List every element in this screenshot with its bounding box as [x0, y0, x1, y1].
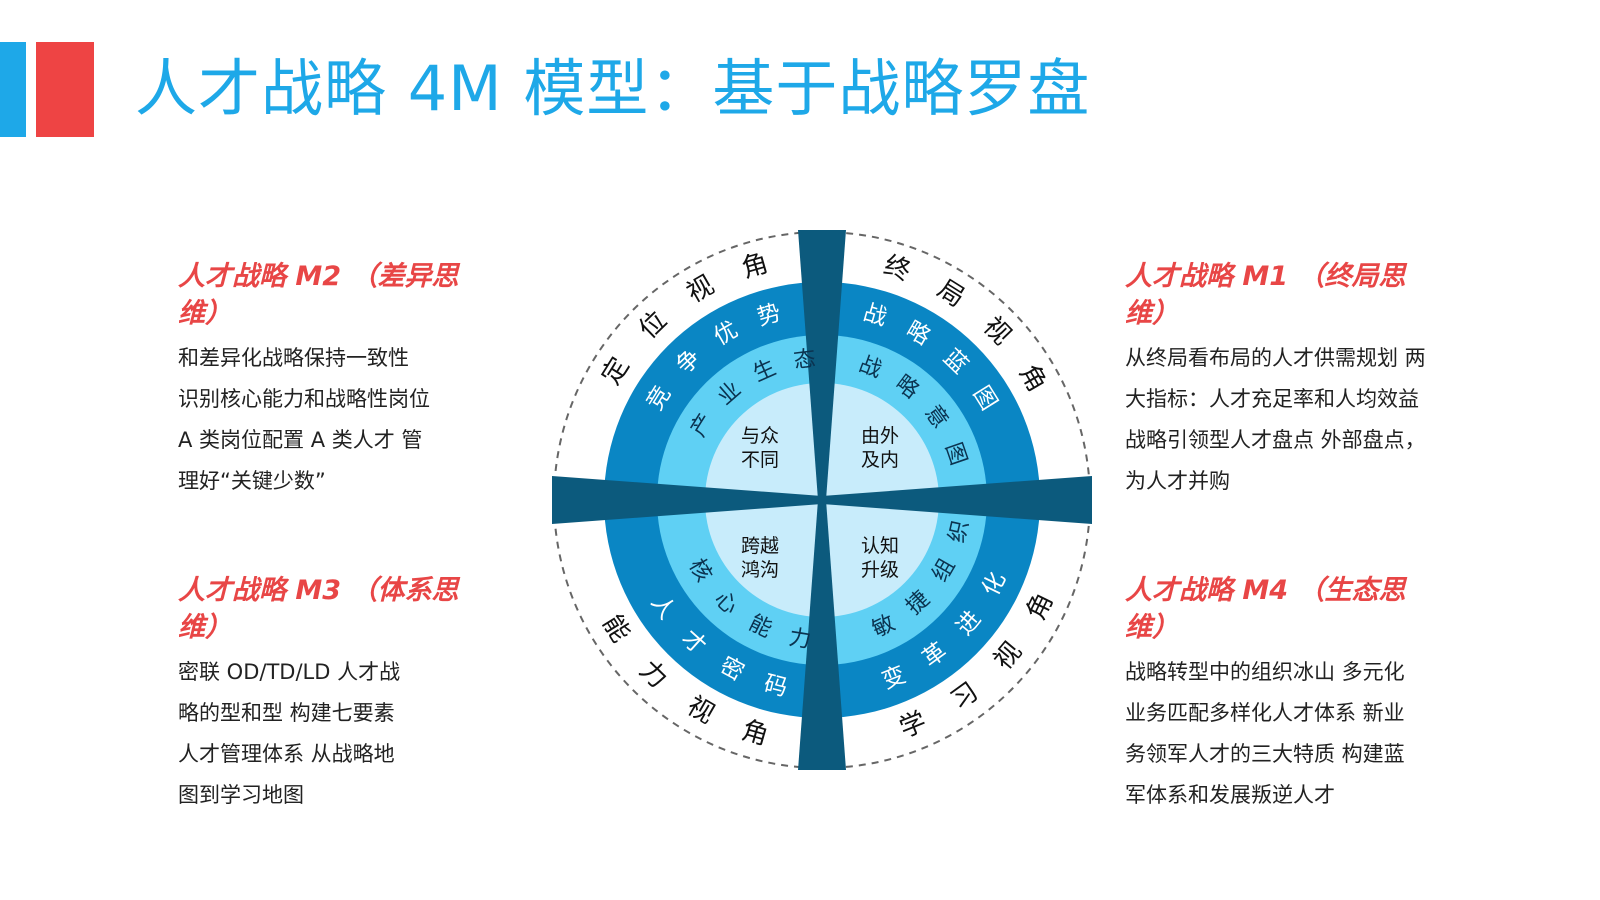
compass-arm-west [552, 476, 822, 524]
panel-m1-line: 从终局看布局的人才供需规划 两 [1125, 346, 1426, 370]
title-accent-blue-bar [0, 42, 26, 137]
panel-m3: 人才战略 M3 （体系思维） 密联 OD/TD/LD 人才战 略的型和型 构建七… [178, 572, 488, 816]
panel-m1-line: 大指标：人才充足率和人均效益 [1125, 387, 1419, 411]
panel-m3-line: 略的型和型 构建七要素 [178, 701, 395, 725]
panel-m2: 人才战略 M2 （差异思维） 和差异化战略保持一致性 识别核心能力和战略性岗位 … [178, 258, 488, 502]
panel-m2-line: 和差异化战略保持一致性 [178, 346, 409, 370]
panel-m4-body: 战略转型中的组织冰山 多元化 业务匹配多样化人才体系 新业 务领军人才的三大特质… [1125, 652, 1435, 816]
panel-m3-body: 密联 OD/TD/LD 人才战 略的型和型 构建七要素 人才管理体系 从战略地 … [178, 652, 488, 816]
panel-m4-line: 战略转型中的组织冰山 多元化 [1125, 660, 1405, 684]
panel-m1: 人才战略 M1 （终局思维） 从终局看布局的人才供需规划 两 大指标：人才充足率… [1125, 258, 1435, 502]
panel-m2-line: 理好“关键少数” [178, 469, 326, 493]
panel-m4: 人才战略 M4 （生态思维） 战略转型中的组织冰山 多元化 业务匹配多样化人才体… [1125, 572, 1435, 816]
top_left-center-label: 与众 [741, 425, 779, 447]
bottom_right-center-label: 认知 [861, 535, 899, 557]
title-accent-red-bar [36, 42, 94, 137]
panel-m2-line: A 类岗位配置 A 类人才 管 [178, 428, 423, 452]
panel-m4-heading: 人才战略 M4 （生态思维） [1125, 575, 1406, 643]
panel-m1-body: 从终局看布局的人才供需规划 两 大指标：人才充足率和人均效益 战略引领型人才盘点… [1125, 338, 1435, 502]
compass-arm-north [798, 230, 846, 500]
top_left-middle-ring-label: 态 [792, 346, 817, 373]
bottom_right-middle-ring-label: 织 [945, 518, 974, 545]
panel-m1-line: 战略引领型人才盘点 外部盘点， [1125, 428, 1426, 452]
panel-m4-line: 务领军人才的三大特质 构建蓝 [1125, 742, 1405, 766]
page-title: 人才战略 4M 模型：基于战略罗盘 [135, 52, 1091, 125]
panel-m2-heading: 人才战略 M2 （差异思维） [178, 261, 459, 329]
panel-m4-line: 业务匹配多样化人才体系 新业 [1125, 701, 1405, 725]
bottom_left-middle-ring-label: 力 [787, 625, 813, 653]
panel-m3-line: 图到学习地图 [178, 783, 304, 807]
compass-arm-south [798, 500, 846, 770]
panel-m1-heading: 人才战略 M1 （终局思维） [1125, 261, 1406, 329]
panel-m3-line: 密联 OD/TD/LD 人才战 [178, 660, 401, 684]
top_right-center-label: 由外 [861, 425, 899, 447]
panel-m2-line: 识别核心能力和战略性岗位 [178, 387, 430, 411]
bottom_left-center-label: 鸿沟 [741, 559, 779, 581]
compass-arm-east [822, 476, 1092, 524]
panel-m2-body: 和差异化战略保持一致性 识别核心能力和战略性岗位 A 类岗位配置 A 类人才 管… [178, 338, 488, 502]
panel-m3-heading: 人才战略 M3 （体系思维） [178, 575, 459, 643]
panel-m1-line: 为人才并购 [1125, 469, 1230, 493]
bottom_left-center-label: 跨越 [741, 535, 779, 557]
top_right-center-label: 及内 [861, 449, 899, 471]
top_left-center-label: 不同 [741, 449, 779, 471]
panel-m4-line: 军体系和发展叛逆人才 [1125, 783, 1335, 807]
panel-m3-line: 人才管理体系 从战略地 [178, 742, 395, 766]
bottom_right-center-label: 升级 [861, 559, 899, 581]
